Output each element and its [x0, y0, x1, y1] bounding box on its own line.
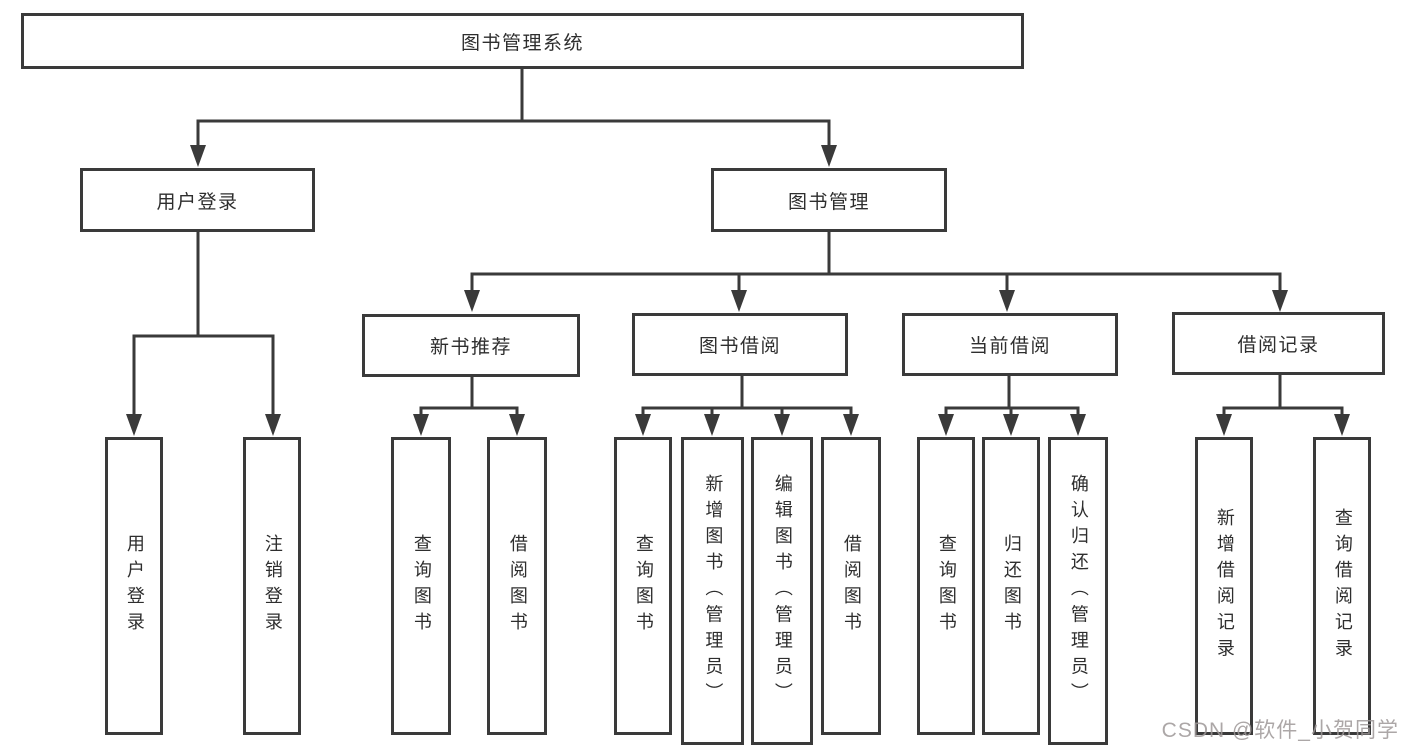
node-book-borrowing-label: 图书借阅 [698, 336, 781, 357]
leaf-logout: 注销登录 [243, 437, 301, 735]
node-new-book-recommend: 新书推荐 [362, 314, 580, 377]
leaf-nbr-borrow-books-label: 借阅图书 [507, 533, 528, 639]
leaf-cb-query-books: 查询图书 [917, 437, 975, 735]
node-user-login: 用户登录 [80, 168, 315, 232]
leaf-nbr-query-books-label: 查询图书 [411, 533, 432, 639]
leaf-bb-borrow-books: 借阅图书 [821, 437, 881, 735]
leaf-br-add-record: 新增借阅记录 [1195, 437, 1253, 735]
leaf-nbr-borrow-books: 借阅图书 [487, 437, 547, 735]
node-user-login-label: 用户登录 [156, 191, 239, 213]
node-borrowing-records-label: 借阅记录 [1237, 335, 1320, 356]
leaf-user-login-label: 用户登录 [124, 533, 145, 639]
node-book-management: 图书管理 [711, 168, 947, 232]
node-root: 图书管理系统 [21, 13, 1024, 69]
leaf-cb-return-books: 归还图书 [982, 437, 1040, 735]
leaf-bb-query-books: 查询图书 [614, 437, 672, 735]
leaf-bb-add-books-admin: 新增图书（管理员） [681, 437, 744, 745]
leaf-bb-borrow-books-label: 借阅图书 [841, 533, 862, 639]
leaf-bb-add-books-admin-label: 新增图书（管理员） [703, 473, 724, 709]
node-new-book-recommend-label: 新书推荐 [429, 337, 512, 358]
leaf-br-query-record: 查询借阅记录 [1313, 437, 1371, 735]
leaf-cb-return-books-label: 归还图书 [1001, 533, 1022, 639]
csdn-watermark: CSDN @软件_小贺同学 [1161, 719, 1399, 742]
node-current-borrowing-label: 当前借阅 [968, 336, 1051, 357]
arrowheads [126, 145, 1350, 436]
node-book-management-label: 图书管理 [787, 191, 870, 213]
leaf-nbr-query-books: 查询图书 [391, 437, 451, 735]
leaf-user-login: 用户登录 [105, 437, 163, 735]
leaf-cb-confirm-return-admin-label: 确认归还（管理员） [1068, 473, 1089, 709]
leaf-bb-edit-books-admin-label: 编辑图书（管理员） [772, 473, 793, 709]
leaf-br-query-record-label: 查询借阅记录 [1332, 507, 1353, 665]
node-borrowing-records: 借阅记录 [1172, 312, 1385, 375]
node-current-borrowing: 当前借阅 [902, 313, 1118, 376]
leaf-cb-query-books-label: 查询图书 [936, 533, 957, 639]
node-book-borrowing: 图书借阅 [632, 313, 848, 376]
node-root-label: 图书管理系统 [460, 32, 584, 54]
connectors [132, 67, 1344, 420]
leaf-bb-edit-books-admin: 编辑图书（管理员） [751, 437, 813, 745]
leaf-br-add-record-label: 新增借阅记录 [1214, 507, 1235, 665]
leaf-cb-confirm-return-admin: 确认归还（管理员） [1048, 437, 1108, 745]
leaf-bb-query-books-label: 查询图书 [633, 533, 654, 639]
leaf-logout-label: 注销登录 [262, 533, 283, 639]
